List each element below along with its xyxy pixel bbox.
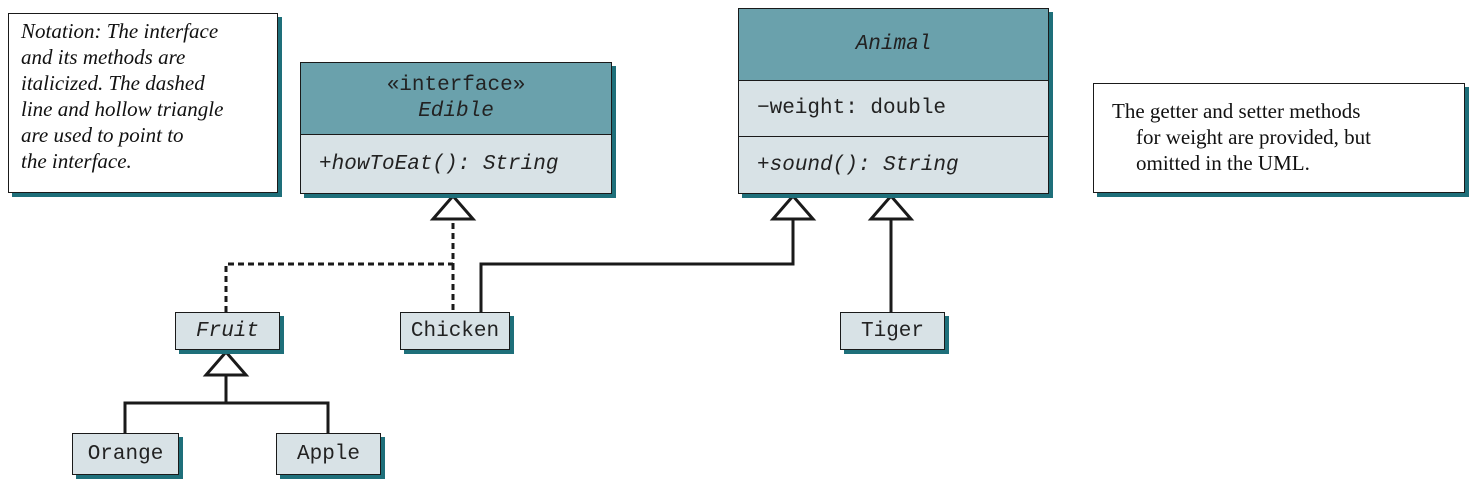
- notation-note-line: italicized. The dashed: [21, 71, 205, 95]
- animal-method: sound(): String: [769, 153, 959, 177]
- chicken-to-animal-line: [479, 219, 795, 312]
- edible-interface-box: «interface» Edible + howToEat(): String: [300, 62, 612, 194]
- getter-setter-note-line: for weight are provided, but: [1136, 125, 1372, 149]
- tiger-class-box: Tiger: [840, 312, 945, 350]
- getter-setter-note-line: The getter and setter methods: [1112, 99, 1361, 123]
- chicken-class-box: Chicken: [400, 312, 510, 350]
- notation-note-line: line and hollow triangle: [21, 97, 224, 121]
- edible-stereotype: «interface»: [386, 74, 526, 97]
- edible-header: «interface» Edible: [301, 63, 611, 135]
- apple-class-box: Apple: [276, 433, 381, 475]
- notation-note-line: the interface.: [21, 149, 132, 173]
- animal-method-visibility: +: [757, 153, 770, 177]
- orange-class-box: Orange: [72, 433, 179, 475]
- animal-field: −weight: double: [739, 81, 1048, 137]
- fruit-to-edible-dashed-line: [224, 219, 455, 312]
- notation-note-line: Notation: The interface: [21, 19, 219, 43]
- edible-method: howToEat(): String: [331, 152, 559, 176]
- fruit-class-box: Fruit: [175, 312, 280, 350]
- edible-name: Edible: [418, 100, 494, 123]
- getter-setter-note-line: omitted in the UML.: [1136, 151, 1310, 175]
- notation-note-line: and its methods are: [21, 45, 186, 69]
- animal-chicken-inheritance-triangle: [769, 193, 817, 221]
- fruit-inheritance-triangle: [202, 349, 250, 377]
- getter-setter-note: The getter and setter methods for weight…: [1093, 83, 1465, 193]
- animal-field-text: −weight: double: [757, 97, 947, 120]
- animal-methods: + sound(): String: [739, 137, 1048, 193]
- edible-methods: + howToEat(): String: [301, 135, 611, 193]
- animal-name: Animal: [739, 9, 1048, 81]
- edible-realization-triangle: [429, 193, 477, 221]
- edible-method-visibility: +: [319, 152, 332, 176]
- orange-apple-to-fruit-line: [123, 401, 330, 433]
- notation-note-line: are used to point to: [21, 123, 184, 147]
- notation-note: Notation: The interface and its methods …: [8, 13, 278, 193]
- animal-tiger-inheritance-triangle: [867, 193, 915, 221]
- animal-class-box: Animal −weight: double + sound(): String: [738, 8, 1049, 194]
